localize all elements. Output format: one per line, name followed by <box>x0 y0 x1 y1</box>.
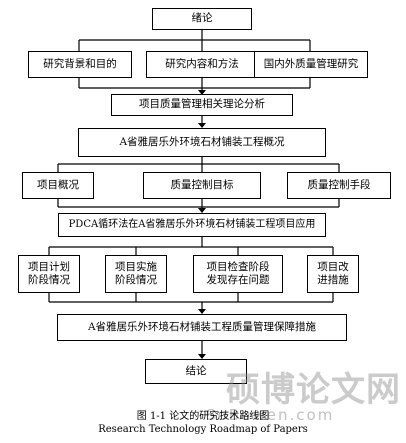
intro-node: 绪论 <box>152 8 252 30</box>
overview-node: A省雅居乐外环境石材铺装工程概况 <box>78 128 326 157</box>
quality-means-node: 质量控制手段 <box>287 172 391 199</box>
pdca-node: PDCA循环法在A省雅居乐外环境石材铺装工程项目应用 <box>58 213 326 237</box>
background-node: 研究背景和目的 <box>28 51 132 78</box>
plan-node: 项目计划 阶段情况 <box>18 255 80 293</box>
do-node: 项目实施 阶段情况 <box>105 255 167 293</box>
theory-node: 项目质量管理相关理论分析 <box>111 94 293 116</box>
content-method-node: 研究内容和方法 <box>146 51 258 78</box>
watermark-main: 硕博论文网 <box>226 370 401 410</box>
conclusion-node: 结论 <box>145 359 247 384</box>
watermark-url: SoBuwen.com <box>206 406 335 424</box>
literature-node: 国内外质量管理研究 <box>254 51 368 78</box>
figure-caption-cn: 图 1-1 论文的研究技术路线图 <box>136 411 270 422</box>
check-node: 项目检查阶段 发现存在问题 <box>193 255 283 293</box>
measures-node: A省雅居乐外环境石材铺装工程质量管理保障措施 <box>57 314 347 341</box>
act-node: 项目改 进措施 <box>307 255 359 293</box>
quality-goal-node: 质量控制目标 <box>143 172 261 199</box>
project-overview-node: 项目概况 <box>22 172 94 199</box>
figure-caption-en: Research Technology Roadmap of Papers <box>98 424 308 435</box>
